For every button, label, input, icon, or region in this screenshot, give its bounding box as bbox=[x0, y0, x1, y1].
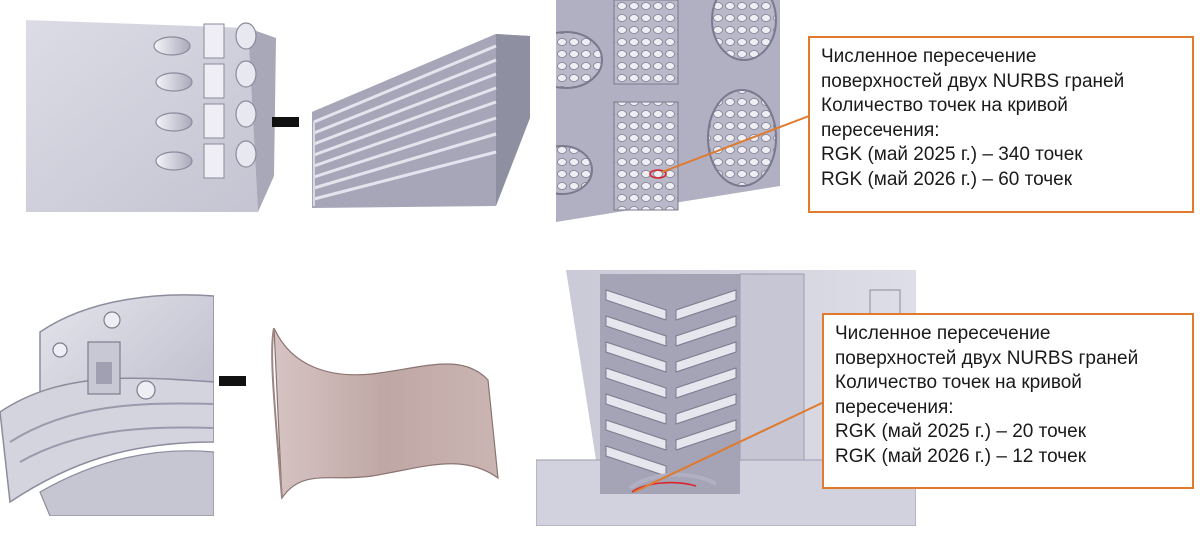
callout-bottom-line-1: Численное пересечение bbox=[835, 323, 1051, 344]
callout-bottom-line-5: RGK (май 2025 г.) – 20 точек bbox=[835, 421, 1087, 442]
minus-sign-top bbox=[272, 117, 299, 127]
lattice-cells-model bbox=[556, 0, 780, 222]
callout-top-line-1: Численное пересечение bbox=[821, 46, 1037, 67]
callout-top-line-3: Количество точек на кривой bbox=[821, 95, 1068, 116]
curved-bracket-model bbox=[0, 292, 214, 516]
callout-bottom-line-2: поверхностей двух NURBS граней bbox=[835, 347, 1139, 369]
callout-top: Численное пересечение поверхностей двух … bbox=[808, 36, 1194, 213]
callout-bottom-line-3: Количество точек на кривой bbox=[835, 372, 1082, 393]
callout-top-line-6: RGK (май 2026 г.) – 60 точек bbox=[821, 168, 1073, 190]
intersection-highlight-top bbox=[649, 169, 667, 179]
callout-top-line-5: RGK (май 2025 г.) – 340 точек bbox=[821, 144, 1083, 165]
nurbs-surface-model bbox=[262, 328, 504, 508]
perforated-plate-model bbox=[26, 16, 276, 212]
callout-top-line-2: поверхностей двух NURBS граней bbox=[821, 70, 1125, 92]
callout-bottom: Численное пересечение поверхностей двух … bbox=[822, 313, 1194, 489]
callout-top-line-4: пересечения: bbox=[821, 119, 940, 141]
callout-bottom-line-6: RGK (май 2026 г.) – 12 точек bbox=[835, 445, 1087, 467]
layered-block-model bbox=[310, 30, 532, 208]
minus-sign-bottom bbox=[219, 376, 246, 386]
callout-bottom-line-4: пересечения: bbox=[835, 396, 954, 418]
